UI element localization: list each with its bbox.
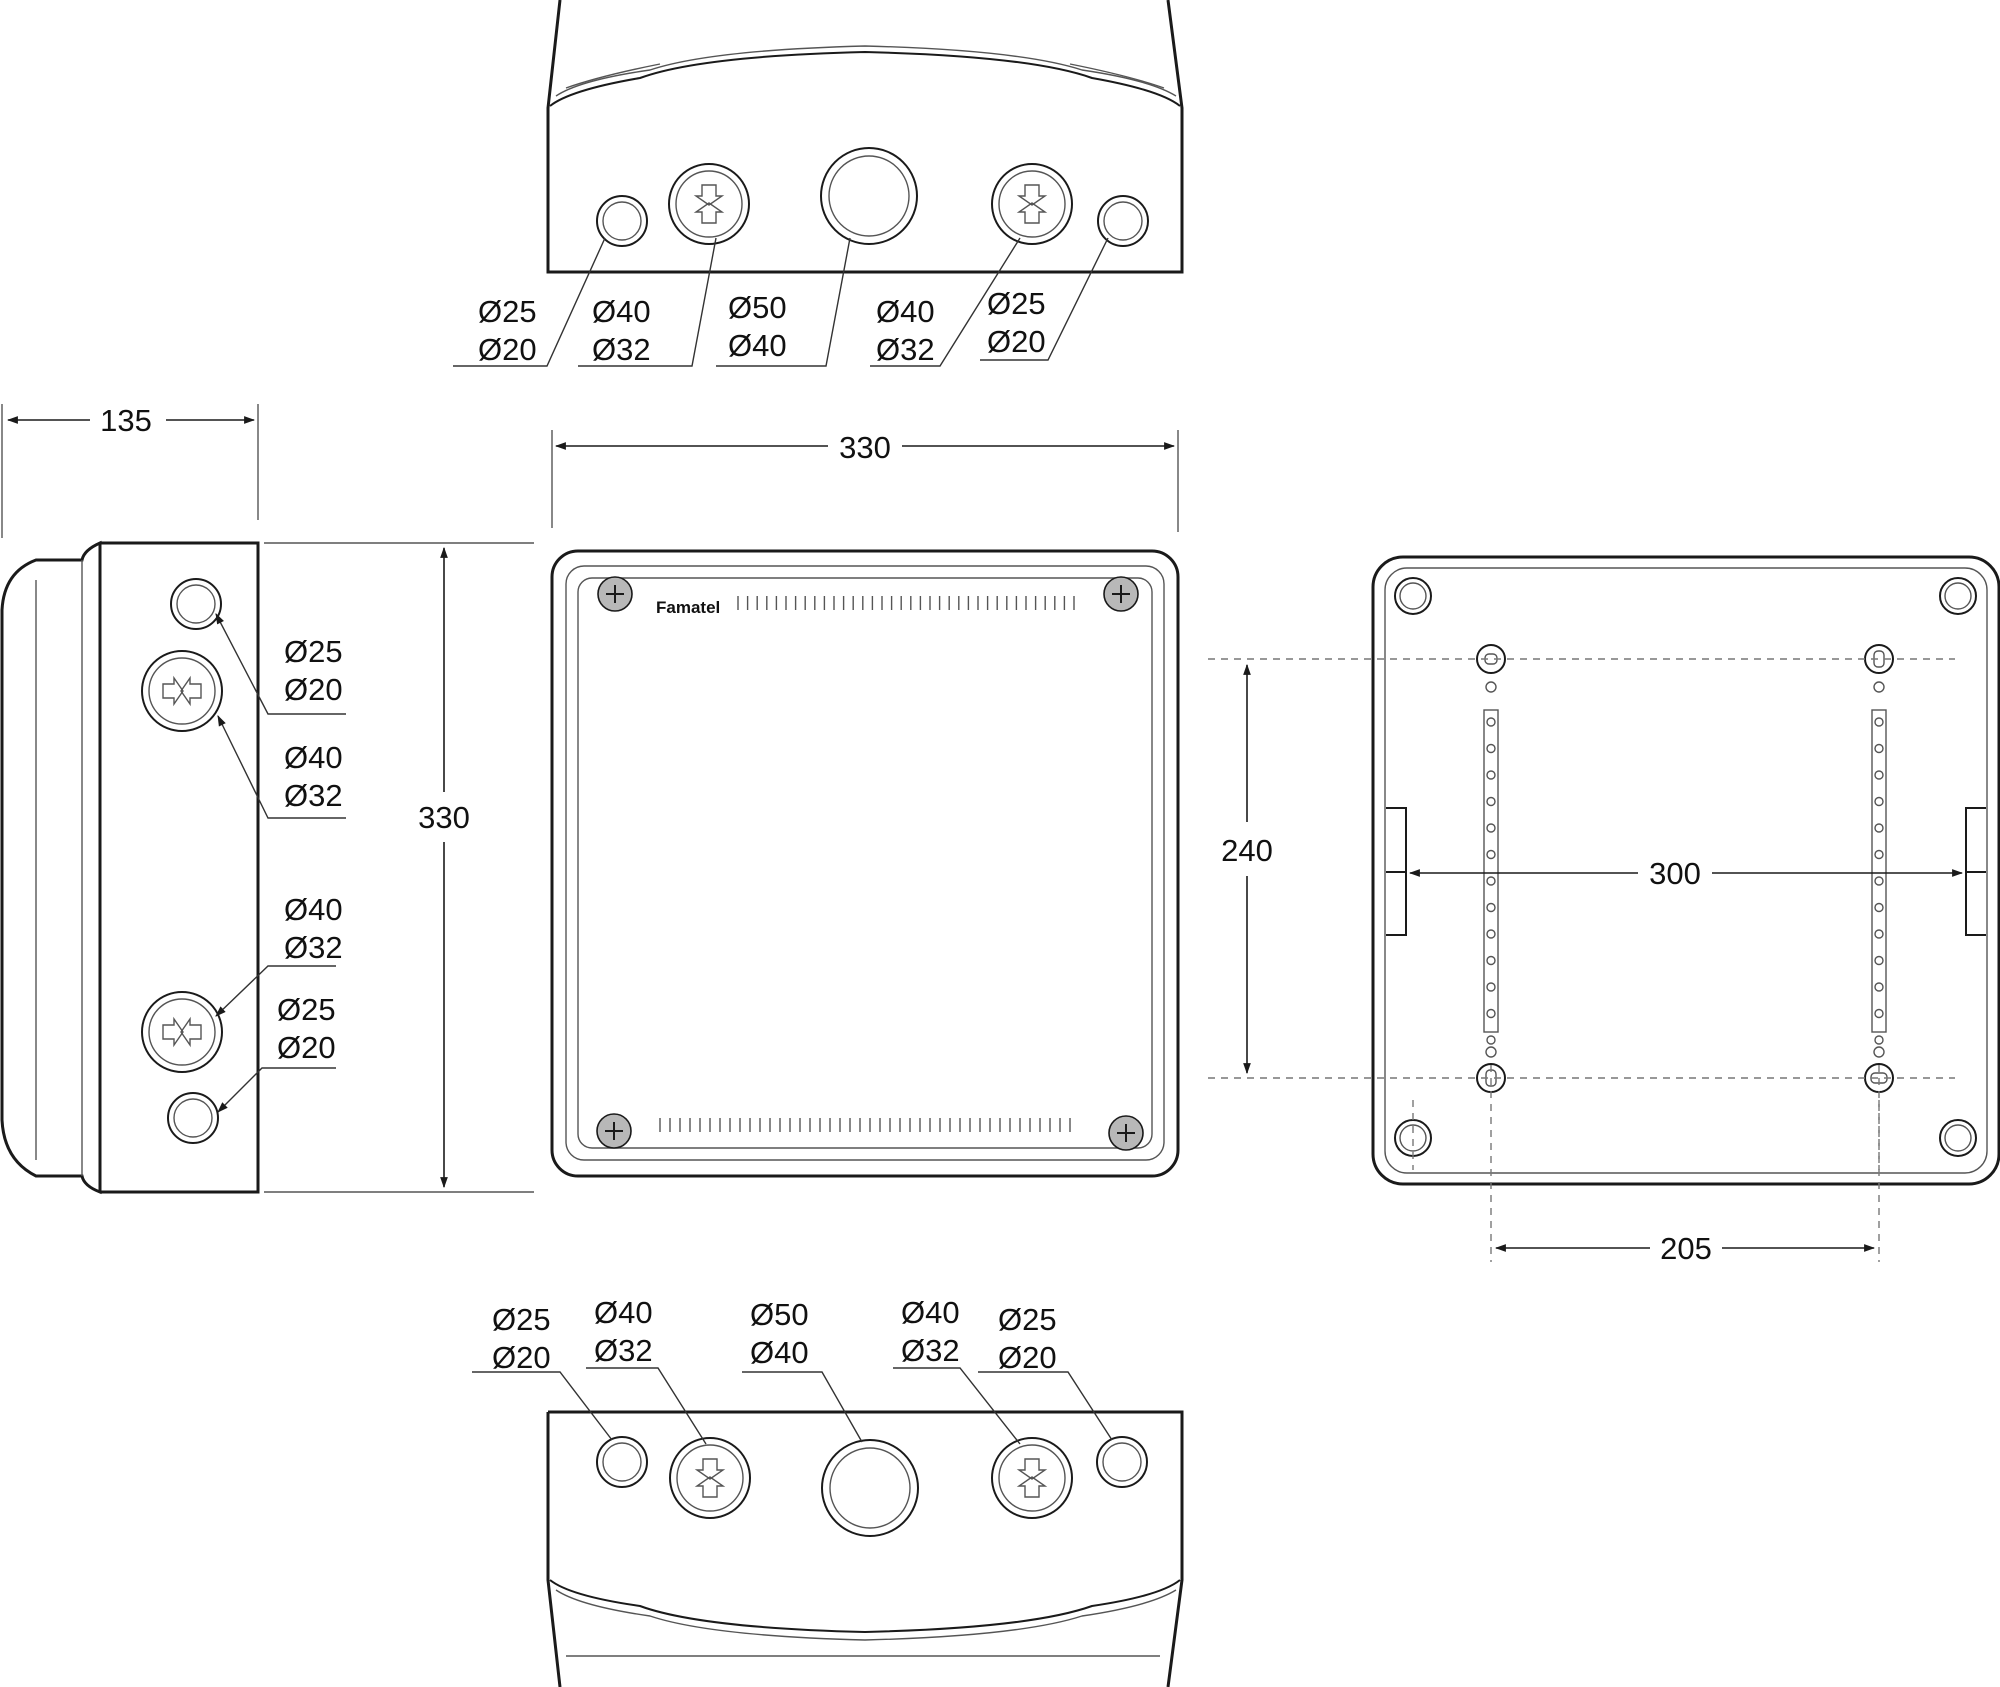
side-label-1b: Ø20 [284, 672, 343, 707]
rail-hole [1486, 743, 1496, 754]
top-vent-slots [737, 596, 1075, 610]
rail-hole [1486, 876, 1496, 886]
rail-hole [1486, 955, 1496, 966]
rail-hole [1874, 1008, 1884, 1019]
rail-hole [1486, 1008, 1496, 1019]
top-hole-3 [820, 147, 918, 245]
rail-hole [1486, 796, 1496, 807]
top-label-5a: Ø25 [987, 286, 1046, 321]
bottom-label-5a: Ø25 [998, 1302, 1057, 1337]
mount-top-right [1864, 644, 1894, 693]
top-label-1b: Ø20 [478, 332, 537, 367]
rail-hole [1874, 876, 1884, 886]
front-view: 330 Famatel [550, 430, 1180, 1178]
rail-right [1871, 709, 1887, 1033]
rail-hole [1874, 929, 1884, 939]
bottom-vent-slots [659, 1118, 1071, 1132]
screw-top-left [597, 576, 633, 612]
rail-hole [1486, 902, 1496, 913]
bottom-label-5b: Ø20 [998, 1340, 1057, 1375]
rail-hole [1874, 902, 1884, 913]
mount-vertical-dimension: 240 [1221, 833, 1273, 868]
rail-hole [1486, 770, 1496, 780]
width-dimension: 330 [839, 430, 891, 465]
bottom-hole-3 [821, 1439, 919, 1537]
brand-logo: Famatel [656, 598, 720, 617]
rail-hole [1486, 823, 1496, 833]
side-label-3b: Ø32 [284, 930, 343, 965]
top-label-1a: Ø25 [478, 294, 537, 329]
bottom-label-4a: Ø40 [901, 1295, 960, 1330]
top-label-4b: Ø32 [876, 332, 935, 367]
corner-hole-top-left [1394, 577, 1432, 615]
top-hole-5 [1097, 195, 1149, 247]
rail-hole [1874, 849, 1884, 860]
bottom-hole-1 [596, 1436, 648, 1488]
bottom-label-4b: Ø32 [901, 1333, 960, 1368]
side-label-4b: Ø20 [277, 1030, 336, 1065]
side-knockout-3 [141, 991, 223, 1073]
bottom-view: Ø25 Ø20 Ø40 Ø32 Ø50 Ø40 Ø40 Ø32 Ø25 Ø20 [472, 1295, 1184, 1687]
bottom-label-2a: Ø40 [594, 1295, 653, 1330]
side-label-4a: Ø25 [277, 992, 336, 1027]
rail-hole [1874, 982, 1884, 992]
mount-horizontal-dimension: 300 [1649, 856, 1701, 891]
top-label-3b: Ø40 [728, 328, 787, 363]
mount-top-left [1476, 644, 1506, 693]
bottom-label-3b: Ø40 [750, 1335, 809, 1370]
rail-hole [1486, 929, 1496, 939]
rail-hole [1874, 1035, 1884, 1045]
top-label-3a: Ø50 [728, 290, 787, 325]
side-knockout-2 [141, 650, 223, 732]
screw-bottom-left [596, 1113, 632, 1149]
bottom-hole-5 [1096, 1436, 1148, 1488]
rail-left [1483, 709, 1499, 1033]
rail-hole [1486, 849, 1496, 860]
side-view: Ø25 Ø20 Ø40 Ø32 Ø40 Ø32 Ø25 Ø20 135 330 [0, 403, 534, 1195]
corner-hole-top-right [1939, 577, 1977, 615]
rail-hole [1874, 717, 1884, 727]
bottom-label-1b: Ø20 [492, 1340, 551, 1375]
top-label-2b: Ø32 [592, 332, 651, 367]
side-label-2a: Ø40 [284, 740, 343, 775]
screw-top-right [1103, 576, 1139, 612]
top-view: Ø25 Ø20 Ø40 Ø32 Ø50 Ø40 Ø40 Ø32 Ø25 Ø20 [453, 0, 1184, 367]
mount-spacing-dimension: 205 [1660, 1231, 1712, 1266]
top-label-2a: Ø40 [592, 294, 651, 329]
depth-dimension: 135 [100, 403, 152, 438]
rail-hole [1874, 823, 1884, 833]
side-hole-1 [170, 578, 222, 630]
top-label-5b: Ø20 [987, 324, 1046, 359]
side-hole-4 [167, 1092, 219, 1144]
bottom-knockout-2 [669, 1437, 751, 1519]
right-clip [1965, 807, 1986, 936]
bottom-knockout-4 [991, 1437, 1073, 1519]
rail-hole [1874, 743, 1884, 754]
side-label-2b: Ø32 [284, 778, 343, 813]
corner-hole-bottom-right [1939, 1119, 1977, 1157]
top-knockout-4 [991, 163, 1073, 245]
rail-hole [1874, 770, 1884, 780]
bottom-label-1a: Ø25 [492, 1302, 551, 1337]
height-dimension: 330 [418, 800, 470, 835]
side-label-3a: Ø40 [284, 892, 343, 927]
corner-hole-bottom-left [1394, 1119, 1432, 1157]
rail-hole [1486, 982, 1496, 992]
side-label-1a: Ø25 [284, 634, 343, 669]
rail-hole [1486, 717, 1496, 727]
rail-hole [1486, 1035, 1496, 1045]
screw-bottom-right [1108, 1115, 1144, 1151]
left-clip [1386, 807, 1407, 936]
back-view: 240 300 205 [1208, 555, 2000, 1266]
bottom-label-3a: Ø50 [750, 1297, 809, 1332]
top-hole-1 [596, 195, 648, 247]
rail-holes [1486, 717, 1884, 1045]
rail-hole [1874, 955, 1884, 966]
bottom-label-2b: Ø32 [594, 1333, 653, 1368]
top-knockout-2 [668, 163, 750, 245]
top-label-4a: Ø40 [876, 294, 935, 329]
rail-hole [1874, 796, 1884, 807]
